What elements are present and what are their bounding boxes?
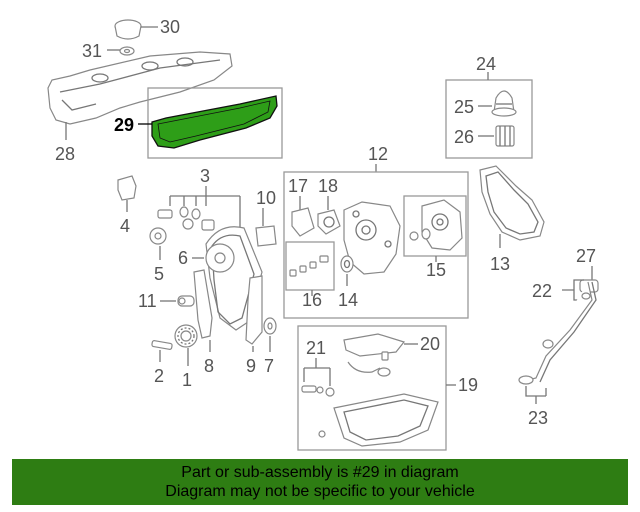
timing-cover-box [283, 171, 469, 319]
callout-13: 13 [490, 254, 510, 274]
cover-bolt-set[interactable] [289, 255, 329, 277]
callout-18: 18 [318, 176, 338, 196]
oil-filter-box [445, 79, 533, 159]
tensioner-seal[interactable] [263, 317, 277, 335]
callout-8: 8 [204, 356, 214, 376]
oil-pump[interactable] [409, 199, 463, 251]
banner-line-disclaimer: Diagram may not be specific to your vehi… [165, 483, 475, 500]
oil-filter-element[interactable] [495, 125, 515, 147]
callout-27: 27 [576, 246, 596, 266]
callout-26: 26 [454, 127, 474, 147]
callout-10: 10 [256, 188, 276, 208]
callout-4: 4 [120, 216, 130, 236]
callout-21: 21 [306, 338, 326, 358]
callout-20: 20 [420, 334, 440, 354]
gasket-box [147, 87, 283, 159]
callout-23: 23 [528, 408, 548, 428]
cover-plate[interactable] [291, 207, 315, 237]
callout-22: 22 [532, 281, 552, 301]
engine-mount-bracket[interactable] [117, 175, 137, 201]
callout-5: 5 [154, 264, 164, 284]
timing-bolts[interactable] [157, 206, 215, 231]
timing-chain-guide[interactable] [193, 269, 213, 339]
valve-cover[interactable] [47, 51, 233, 125]
front-cover[interactable] [479, 165, 545, 241]
timing-chain-tensioner-guide[interactable] [245, 275, 263, 345]
callout-11: 11 [138, 291, 157, 311]
callout-17: 17 [288, 176, 308, 196]
callout-3: 3 [200, 166, 210, 186]
bolt-set-box [285, 241, 335, 291]
callout-1: 1 [182, 370, 192, 390]
banner-line-part: Part or sub-assembly is #29 in diagram [181, 464, 459, 481]
oil-pan-box [297, 325, 447, 451]
pan-washer[interactable] [325, 387, 335, 397]
camshaft-sprocket[interactable] [205, 243, 235, 273]
timing-cover[interactable] [343, 201, 401, 275]
callout-6: 6 [178, 248, 188, 268]
callout-29: 29 [114, 115, 134, 135]
crank-bolt[interactable] [151, 340, 173, 350]
oil-pan-bolt[interactable] [301, 385, 324, 394]
front-crank-seal[interactable] [340, 255, 354, 273]
oil-pan[interactable] [318, 393, 439, 447]
callout-16: 16 [302, 290, 322, 310]
cap-seal[interactable] [119, 46, 135, 56]
oil-filler-cap[interactable] [114, 19, 142, 40]
callout-12: 12 [368, 144, 388, 164]
callout-14: 14 [338, 290, 358, 310]
crankshaft-sprocket[interactable] [174, 324, 198, 348]
callout-9: 9 [246, 356, 256, 376]
timing-chain-guide-upper[interactable] [255, 225, 277, 247]
dipstick-tube[interactable] [518, 281, 597, 385]
callout-2: 2 [154, 366, 164, 386]
callout-24: 24 [476, 54, 496, 74]
callout-15: 15 [426, 260, 446, 280]
oil-pump-box [403, 195, 467, 257]
cover-gasket[interactable] [317, 209, 341, 235]
info-banner: Part or sub-assembly is #29 in diagram D… [12, 459, 628, 505]
valve-cover-gasket-highlighted[interactable] [151, 95, 278, 149]
callout-19: 19 [458, 375, 478, 395]
callout-31: 31 [82, 41, 102, 61]
timing-chain-tensioner[interactable] [177, 295, 195, 307]
callout-7: 7 [264, 356, 274, 376]
crank-seal[interactable] [149, 227, 167, 245]
oil-pan-baffle[interactable] [343, 333, 406, 357]
parts-diagram: 30 31 28 29 24 25 26 3 [47, 17, 599, 451]
oil-pickup-tube[interactable] [347, 351, 391, 377]
callout-28: 28 [55, 144, 75, 164]
callout-25: 25 [454, 97, 474, 117]
callout-30: 30 [160, 17, 180, 37]
oil-filter-cap[interactable] [491, 90, 517, 117]
